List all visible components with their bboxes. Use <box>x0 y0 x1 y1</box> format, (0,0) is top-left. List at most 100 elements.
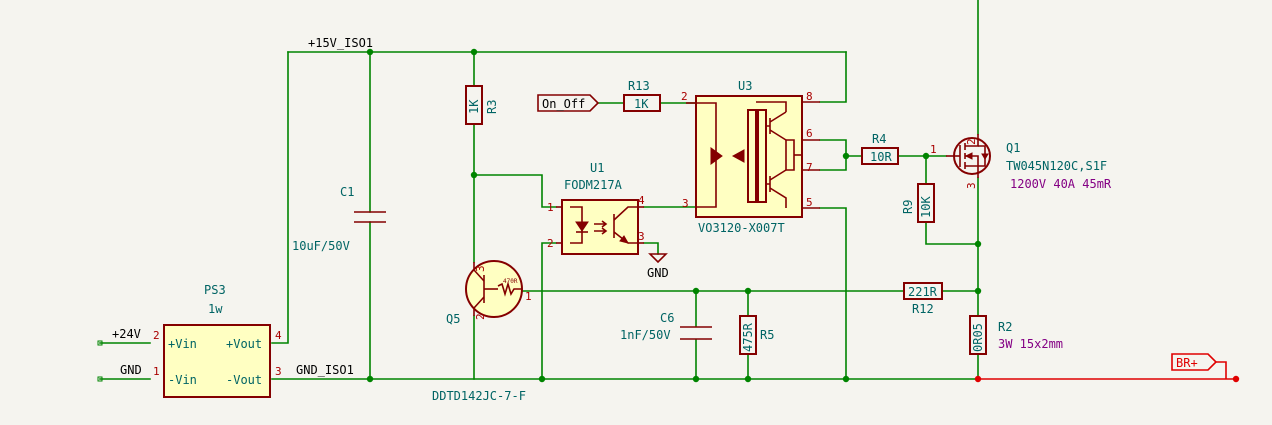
wire-u3-pin67[interactable] <box>819 139 847 171</box>
u3-ref: U3 <box>738 79 752 93</box>
q1-description: 1200V 40A 45mR <box>1010 177 1112 191</box>
junction <box>366 48 374 56</box>
q1-pin1-num: 1 <box>930 143 937 156</box>
u3-pin2-num: 2 <box>681 90 688 103</box>
component-r13[interactable]: 1K R13 <box>623 79 661 112</box>
component-c6[interactable]: C6 1nF/50V <box>620 311 712 342</box>
wire-u1-pin1[interactable] <box>473 174 557 208</box>
ps3-pin-vin-p: +Vin <box>168 337 197 351</box>
u3-transistor-bases <box>766 125 770 185</box>
component-r9[interactable]: 10K R9 <box>901 183 935 223</box>
r9-ref: R9 <box>901 200 915 214</box>
component-r5[interactable]: 475R R5 <box>739 315 774 355</box>
component-r4[interactable]: 10R R4 <box>861 132 899 165</box>
junction <box>538 375 546 383</box>
ps3-value: 1w <box>208 302 223 316</box>
gnd-icon <box>648 253 668 264</box>
ps3-pin2-num: 2 <box>153 329 160 342</box>
ps3-pin-vin-n: -Vin <box>168 373 197 387</box>
ps3-ref: PS3 <box>204 283 226 297</box>
net-label-gnd[interactable]: GND <box>120 363 142 377</box>
net-label-vcc-iso[interactable]: +15V_ISO1 <box>308 36 373 50</box>
on-off-label-text: On_Off <box>542 97 585 111</box>
q1-ref: Q1 <box>1006 141 1020 155</box>
u3-pin8-num: 8 <box>806 90 813 103</box>
u3-output-node <box>785 139 795 171</box>
u3-led-icon <box>710 147 723 165</box>
r3-body <box>465 85 483 125</box>
r9-value: 10K <box>919 196 933 218</box>
u3-pin6-num: 6 <box>806 127 813 140</box>
unconnected-marker <box>97 340 103 346</box>
ps3-pin1-num: 1 <box>153 365 160 378</box>
u1-light-arrow-icon <box>594 220 608 228</box>
wire-u3-pin5[interactable] <box>819 207 847 380</box>
component-r12[interactable]: 221R R12 <box>903 282 943 316</box>
u3-upper-transistor-leads <box>769 111 787 141</box>
global-label-on-off[interactable]: On_Off <box>537 94 600 112</box>
net-label-gnd-iso[interactable]: GND_ISO1 <box>296 363 354 377</box>
wire-u1-pin3[interactable] <box>643 242 659 255</box>
component-c1[interactable]: C1 10uF/50V <box>292 185 386 253</box>
r3-value: 1K <box>467 99 481 114</box>
ps3-pin3-num: 3 <box>275 365 282 378</box>
wire-u3-pin8[interactable] <box>819 51 847 103</box>
u3-value: VO3120-X007T <box>698 221 785 235</box>
global-label-br-plus[interactable]: BR+ <box>1171 353 1227 379</box>
component-u1[interactable]: U1 FODM217A 1 2 4 3 <box>547 161 645 255</box>
wire-ps3-vout[interactable] <box>271 51 289 344</box>
gnd-symbol-label: GND <box>647 266 669 280</box>
component-ps3[interactable]: PS3 1w +Vin -Vin +Vout -Vout 2 1 4 3 <box>153 283 282 398</box>
junction <box>974 287 982 295</box>
r5-body <box>739 315 757 355</box>
junction <box>470 171 478 179</box>
r2-body <box>969 315 987 355</box>
u3-internal-block <box>757 109 767 203</box>
gnd-symbol[interactable]: GND <box>647 253 669 280</box>
q5-pin1-num: 1 <box>525 290 532 303</box>
component-q5[interactable]: 470R Q5 DDTD142JC-7-F 1 3 2 <box>432 260 532 403</box>
u1-emitter-arrow-icon <box>619 235 630 244</box>
q5-internal-resistor: 470R <box>503 278 518 285</box>
on-off-label-shape <box>537 94 600 112</box>
u1-pin4-num: 4 <box>638 194 645 207</box>
net-label-vin[interactable]: +24V <box>112 327 141 341</box>
q1-body-diode <box>978 145 986 167</box>
u3-pin3-num: 3 <box>682 197 689 210</box>
r12-value: 221R <box>908 285 938 299</box>
u1-light-arrow-icon <box>594 227 608 235</box>
junction-red <box>1232 375 1240 383</box>
r2-value: 0R05 <box>971 323 985 352</box>
junction <box>744 287 752 295</box>
u3-pin5-num: 5 <box>806 196 813 209</box>
u1-led-icon <box>575 221 589 232</box>
ps3-pin-vout-n: -Vout <box>226 373 262 387</box>
r13-value: 1K <box>634 97 649 111</box>
q5-ref: Q5 <box>446 312 460 326</box>
u3-internal-vcc <box>756 101 787 112</box>
c1-ref: C1 <box>340 185 354 199</box>
r9-body <box>917 183 935 223</box>
q5-resistor-icon <box>497 281 522 297</box>
r3-ref: R3 <box>485 100 499 114</box>
q1-pin2-num: 2 <box>965 138 978 145</box>
wire-r9-bottom[interactable] <box>925 221 979 245</box>
br-plus-label-shape <box>1171 353 1218 371</box>
u1-pin2-num: 2 <box>547 237 554 250</box>
component-r3[interactable]: 1K R3 <box>465 85 499 125</box>
r13-ref: R13 <box>628 79 650 93</box>
junction <box>842 152 850 160</box>
wire-u1-pin2[interactable] <box>541 242 557 380</box>
r4-ref: R4 <box>872 132 886 146</box>
r5-ref: R5 <box>760 328 774 342</box>
junction-red <box>974 375 982 383</box>
r12-body <box>903 282 943 300</box>
component-q1[interactable]: Q1 TW045N120C,S1F 1200V 40A 45mR 1 2 3 <box>930 134 1112 191</box>
junctions <box>97 48 1240 383</box>
component-u3[interactable]: U3 VO3120-X007T 2 3 8 6 7 5 <box>681 79 820 235</box>
junction <box>922 152 930 160</box>
r12-ref: R12 <box>912 302 934 316</box>
component-r2[interactable]: 0R05 R2 3W 15x2mm <box>969 315 1063 355</box>
u3-lower-transistor-leads <box>769 169 787 208</box>
